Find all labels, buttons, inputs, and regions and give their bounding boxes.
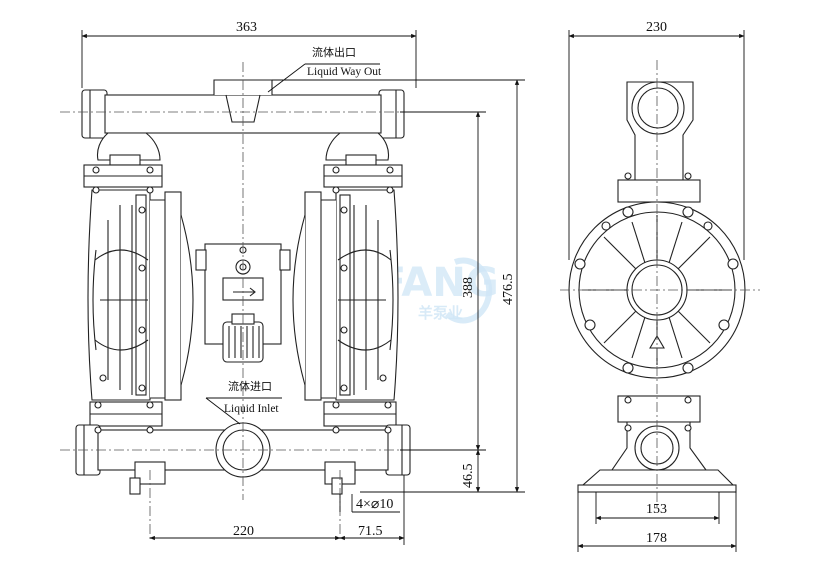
dim-overall-width: 363: [236, 20, 257, 35]
front-dimension-texts: 363 388 476.5 46.5 220 71.5 4×⌀10 流体出口 L…: [224, 20, 516, 539]
inlet-label-en: Liquid Inlet: [224, 403, 279, 415]
dim-mount-holes: 4×⌀10: [356, 497, 393, 512]
dim-height-to-outlet: 388: [461, 277, 476, 298]
side-view-pump: [568, 81, 746, 493]
front-centerlines: [60, 62, 470, 540]
dim-base-width: 178: [646, 531, 667, 546]
dim-overall-height: 476.5: [501, 274, 516, 306]
side-centerlines: [560, 60, 760, 510]
dim-base-hole-spacing: 153: [646, 502, 667, 517]
dim-inlet-height: 46.5: [461, 464, 476, 489]
dim-bolt-offset: 71.5: [358, 524, 383, 539]
side-dimensions: [568, 30, 745, 552]
dim-side-width: 230: [646, 20, 667, 35]
inlet-label-cn: 流体进口: [228, 379, 272, 393]
outlet-label-cn: 流体出口: [312, 45, 356, 59]
outlet-label-en: Liquid Way Out: [307, 66, 382, 78]
front-dimensions: [81, 30, 525, 545]
dim-bolt-spacing: 220: [233, 524, 254, 539]
side-dimension-texts: 230 153 178: [646, 20, 667, 546]
